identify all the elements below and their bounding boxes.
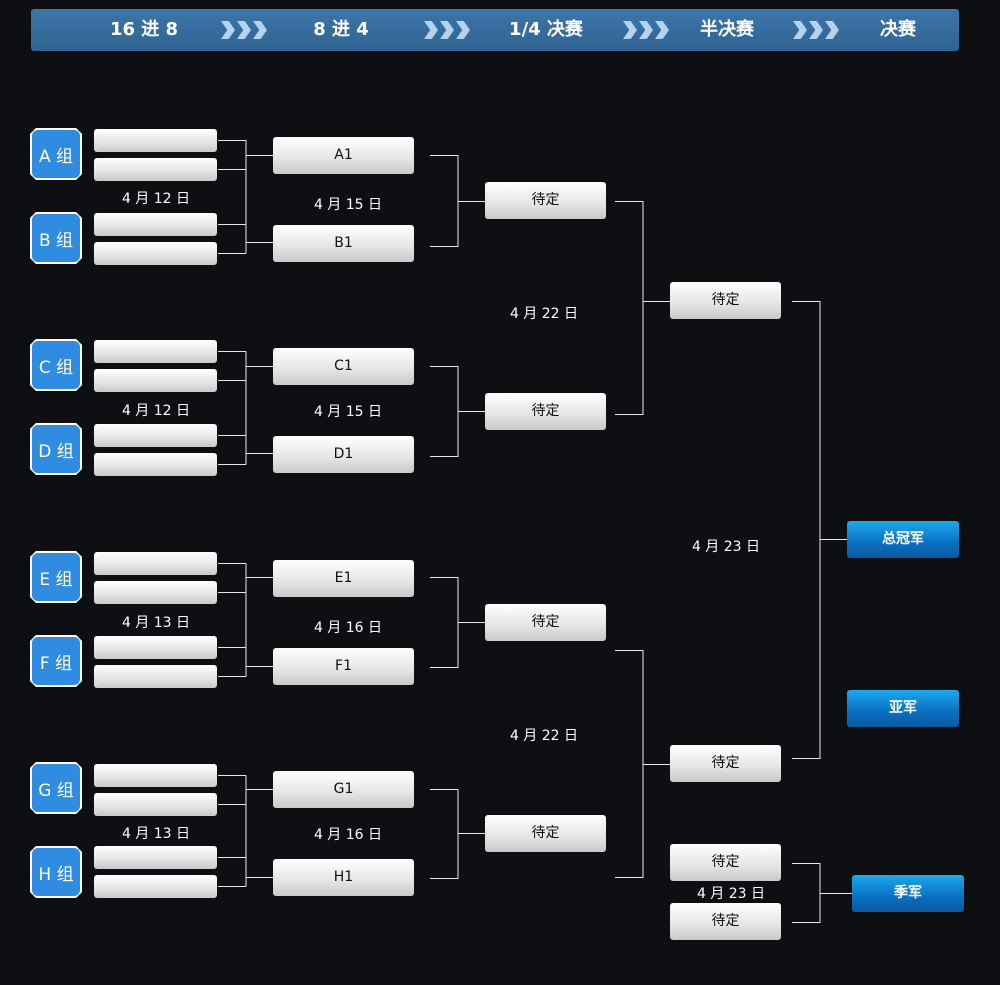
round8-slot-d1[interactable]: D1 <box>273 436 414 473</box>
quarterfinal-slot[interactable]: 待定 <box>485 604 606 641</box>
round8-slot-c1[interactable]: C1 <box>273 348 414 385</box>
round16-slot[interactable] <box>94 129 217 152</box>
third-place-slot[interactable]: 待定 <box>670 903 781 940</box>
round16-date: 4 月 13 日 <box>121 615 191 631</box>
stage-quarterfinal: 1/4 决赛 <box>509 19 583 40</box>
round16-slot[interactable] <box>94 242 217 265</box>
group-badge-c: C 组 <box>30 339 82 391</box>
chevron-right-icon <box>793 21 841 39</box>
quarterfinal-slot[interactable]: 待定 <box>485 815 606 852</box>
round16-slot[interactable] <box>94 846 217 869</box>
chevron-right-icon <box>221 21 269 39</box>
chevron-right-icon <box>623 21 671 39</box>
group-badge-b: B 组 <box>30 212 82 264</box>
round8-slot-a1[interactable]: A1 <box>273 137 414 174</box>
champion-button[interactable]: 总冠军 <box>847 521 959 558</box>
round16-slot[interactable] <box>94 665 217 688</box>
round16-date: 4 月 13 日 <box>121 826 191 842</box>
round16-slot[interactable] <box>94 552 217 575</box>
round16-slot[interactable] <box>94 158 217 181</box>
round16-slot[interactable] <box>94 793 217 816</box>
quarterfinal-slot[interactable]: 待定 <box>485 393 606 430</box>
round8-date: 4 月 15 日 <box>313 404 383 420</box>
round8-slot-g1[interactable]: G1 <box>273 771 414 808</box>
round8-slot-b1[interactable]: B1 <box>273 225 414 262</box>
chevron-right-icon <box>424 21 472 39</box>
semifinal-date: 4 月 23 日 <box>691 539 761 555</box>
round8-slot-h1[interactable]: H1 <box>273 859 414 896</box>
runner-up-button[interactable]: 亚军 <box>847 690 959 727</box>
quarterfinal-date: 4 月 22 日 <box>509 728 579 744</box>
group-badge-h: H 组 <box>30 846 82 898</box>
round16-slot[interactable] <box>94 581 217 604</box>
round16-date: 4 月 12 日 <box>121 403 191 419</box>
round8-slot-f1[interactable]: F1 <box>273 648 414 685</box>
third-place-slot[interactable]: 待定 <box>670 844 781 881</box>
group-badge-d: D 组 <box>30 423 82 475</box>
round8-date: 4 月 16 日 <box>313 620 383 636</box>
round16-slot[interactable] <box>94 340 217 363</box>
round16-slot[interactable] <box>94 453 217 476</box>
stage-header: 16 进 8 8 进 4 1/4 决赛 半决赛 决赛 <box>31 9 959 51</box>
semifinal-slot[interactable]: 待定 <box>670 282 781 319</box>
stage-final: 决赛 <box>880 19 916 40</box>
round16-slot[interactable] <box>94 764 217 787</box>
round8-date: 4 月 16 日 <box>313 827 383 843</box>
semifinal-slot[interactable]: 待定 <box>670 745 781 782</box>
group-badge-a: A 组 <box>30 128 82 180</box>
round16-slot[interactable] <box>94 369 217 392</box>
round16-slot[interactable] <box>94 424 217 447</box>
stage-round-of-8: 8 进 4 <box>313 19 369 40</box>
round8-date: 4 月 15 日 <box>313 197 383 213</box>
quarterfinal-slot[interactable]: 待定 <box>485 182 606 219</box>
round16-slot[interactable] <box>94 213 217 236</box>
round16-slot[interactable] <box>94 875 217 898</box>
third-place-date: 4 月 23 日 <box>696 886 766 902</box>
group-badge-f: F 组 <box>30 635 82 687</box>
quarterfinal-date: 4 月 22 日 <box>509 306 579 322</box>
round16-slot[interactable] <box>94 636 217 659</box>
stage-round-of-16: 16 进 8 <box>109 19 179 40</box>
third-place-button[interactable]: 季军 <box>852 875 964 912</box>
group-badge-g: G 组 <box>30 762 82 814</box>
round16-date: 4 月 12 日 <box>121 191 191 207</box>
group-badge-e: E 组 <box>30 551 82 603</box>
stage-semifinal: 半决赛 <box>700 19 754 40</box>
round8-slot-e1[interactable]: E1 <box>273 560 414 597</box>
